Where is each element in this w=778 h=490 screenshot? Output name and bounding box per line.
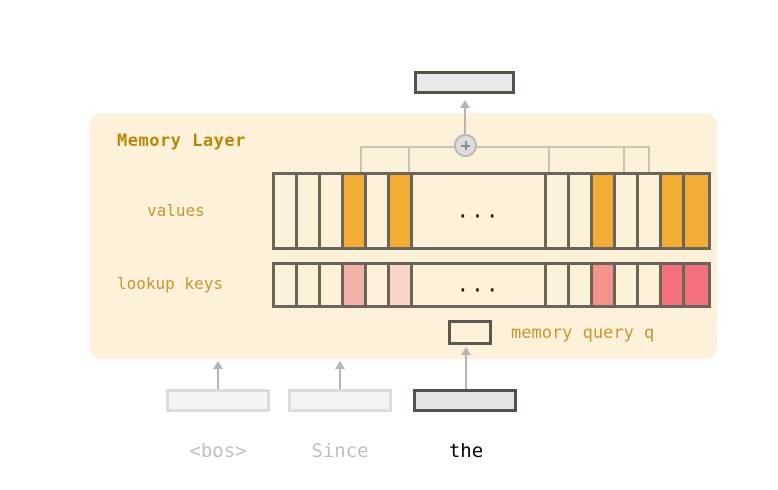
row-label-values: values <box>147 201 205 220</box>
arrow-token-to-query <box>461 347 471 389</box>
values-grid: ... <box>272 172 711 250</box>
values-cell-right-5 <box>639 175 662 247</box>
page-title: Memory Layer <box>117 131 246 151</box>
values-cell-left-1 <box>275 175 298 247</box>
lookup-keys-cell-left-3 <box>321 265 344 305</box>
token-box-since <box>288 389 392 412</box>
lookup-keys-cell-left-2 <box>298 265 321 305</box>
values-cell-right-2 <box>570 175 593 247</box>
values-ellipsis-cell: ... <box>413 175 547 247</box>
token-label-the: the <box>448 440 484 462</box>
values-cell-left-5 <box>367 175 390 247</box>
arrow-head-icon <box>460 100 470 108</box>
lookup-keys-grid: ... <box>272 262 711 308</box>
sum-node <box>454 134 477 157</box>
connector-bus-left <box>360 146 455 148</box>
values-ellipsis-text: ... <box>456 198 501 223</box>
lookup-keys-ellipsis-cell: ... <box>413 265 547 305</box>
values-cell-right-7 <box>685 175 708 247</box>
token-box-the <box>413 389 517 412</box>
token-label-since: Since <box>311 440 369 462</box>
lookup-keys-cell-left-5 <box>367 265 390 305</box>
values-cell-right-1 <box>547 175 570 247</box>
values-cell-right-6 <box>662 175 685 247</box>
lookup-keys-cell-right-4 <box>616 265 639 305</box>
row-label-lookup-keys: lookup keys <box>117 274 223 293</box>
token-label-bos: <bos> <box>189 440 247 462</box>
connector-drop-1 <box>360 146 362 172</box>
lookup-keys-cell-right-7 <box>685 265 708 305</box>
arrow-head-icon <box>213 361 223 369</box>
connector-bus-right <box>477 146 649 148</box>
values-cell-right-3 <box>593 175 616 247</box>
lookup-keys-cell-right-1 <box>547 265 570 305</box>
connector-drop-3 <box>548 146 550 172</box>
memory-query-label: memory query q <box>511 323 655 343</box>
values-cell-left-3 <box>321 175 344 247</box>
values-cell-left-4 <box>344 175 367 247</box>
lookup-keys-cell-left-1 <box>275 265 298 305</box>
connector-drop-5 <box>648 146 650 172</box>
lookup-keys-cell-right-5 <box>639 265 662 305</box>
connector-drop-2 <box>408 146 410 172</box>
arrow-head-icon <box>461 347 471 355</box>
lookup-keys-cell-right-6 <box>662 265 685 305</box>
output-representation-box <box>414 71 515 94</box>
lookup-keys-cell-left-4 <box>344 265 367 305</box>
token-box-bos <box>166 389 270 412</box>
arrow-token-bos-to-panel <box>213 361 223 389</box>
lookup-keys-ellipsis-text: ... <box>456 272 501 297</box>
values-cell-right-4 <box>616 175 639 247</box>
arrow-head-icon <box>335 361 345 369</box>
arrow-sum-to-output <box>460 100 470 134</box>
memory-query-box <box>448 320 492 345</box>
arrow-token-since-to-panel <box>335 361 345 389</box>
connector-drop-4 <box>623 146 625 172</box>
values-cell-left-2 <box>298 175 321 247</box>
lookup-keys-cell-right-2 <box>570 265 593 305</box>
values-cell-left-6 <box>390 175 413 247</box>
lookup-keys-cell-right-3 <box>593 265 616 305</box>
lookup-keys-cell-left-6 <box>390 265 413 305</box>
